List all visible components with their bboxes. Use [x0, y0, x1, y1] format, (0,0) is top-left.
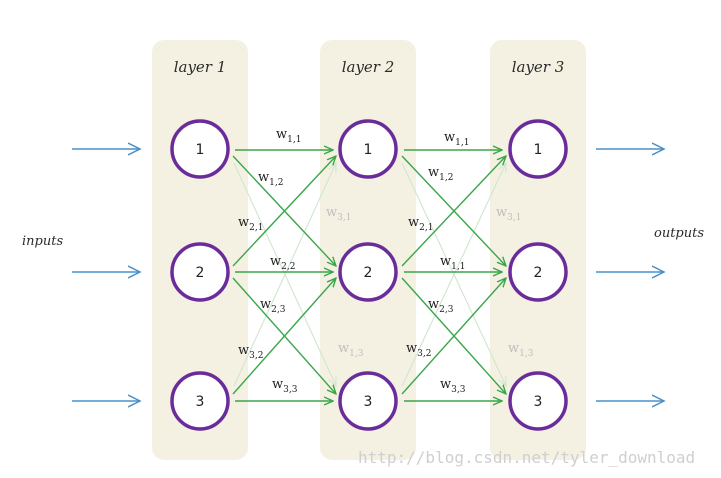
- layer-3-title: layer 3: [512, 58, 565, 76]
- node-l1-3: [170, 371, 230, 431]
- weight-label-faint: w1,3: [508, 341, 534, 359]
- weight-label: w1,1: [276, 127, 301, 145]
- connections-l1-l2: [232, 150, 336, 401]
- node-l3-3: [508, 371, 568, 431]
- weight-label: w3,3: [440, 377, 466, 395]
- node-label: 2: [364, 265, 373, 281]
- weight-label: w1,2: [428, 165, 453, 183]
- weight-labels-l1-l2: w1,1 w1,2 w2,1 w2,2 w2,3 w3,1 w3,2 w1,3 …: [238, 127, 364, 395]
- node-label: 2: [196, 265, 205, 281]
- node-label: 2: [534, 265, 543, 281]
- node-label: 3: [364, 394, 373, 410]
- weight-label: w2,1: [408, 215, 433, 233]
- weight-label: w3,2: [406, 341, 431, 359]
- outputs-label: outputs: [654, 226, 704, 241]
- node-l1-1: [170, 119, 230, 179]
- weight-label: w1,2: [258, 170, 283, 188]
- node-label: 1: [534, 142, 543, 158]
- weight-label-faint: w3,1: [326, 205, 351, 223]
- weight-label: w3,3: [272, 377, 298, 395]
- watermark: http://blog.csdn.net/tyler_download: [358, 448, 695, 467]
- weight-label: w2,3: [260, 297, 286, 315]
- node-l2-2: [338, 242, 398, 302]
- conn-l2n3-l3n1: [401, 163, 506, 387]
- layer-2-title: layer 2: [342, 58, 395, 76]
- weight-label: w1,1: [440, 254, 465, 272]
- node-label: 1: [196, 142, 205, 158]
- node-label: 3: [196, 394, 205, 410]
- inputs-label: inputs: [22, 234, 63, 249]
- weight-label: w2,1: [238, 215, 263, 233]
- node-label: 1: [364, 142, 373, 158]
- connections-l2-l3: [401, 150, 506, 401]
- node-l3-2: [508, 242, 568, 302]
- weight-label: w2,2: [270, 254, 295, 272]
- weight-label: w1,1: [444, 130, 469, 148]
- conn-l2n3-l3n2: [401, 278, 506, 395]
- node-l3-1: [508, 119, 568, 179]
- node-l1-2: [170, 242, 230, 302]
- weight-labels-l2-l3: w1,1 w1,2 w2,1 w1,1 w2,3 w3,1 w3,2 w1,3 …: [406, 130, 534, 395]
- conn-l1n3-l2n2: [232, 278, 336, 395]
- conn-l1n2-l2n1: [232, 156, 336, 267]
- weight-label: w2,3: [428, 297, 454, 315]
- layer-1-nodes: 1 2 3: [170, 119, 230, 431]
- layer-2-nodes: 1 2 3: [338, 119, 398, 431]
- conn-l1n3-l2n1: [233, 163, 336, 387]
- weight-label: w3,2: [238, 343, 263, 361]
- node-label: 3: [534, 394, 543, 410]
- layer-3-nodes: 1 2 3: [508, 119, 568, 431]
- weight-label-faint: w1,3: [338, 341, 364, 359]
- weight-label-faint: w3,1: [496, 205, 521, 223]
- layer-1-title: layer 1: [174, 58, 227, 76]
- node-l2-1: [338, 119, 398, 179]
- conn-l2n2-l3n1: [401, 156, 506, 267]
- node-l2-3: [338, 371, 398, 431]
